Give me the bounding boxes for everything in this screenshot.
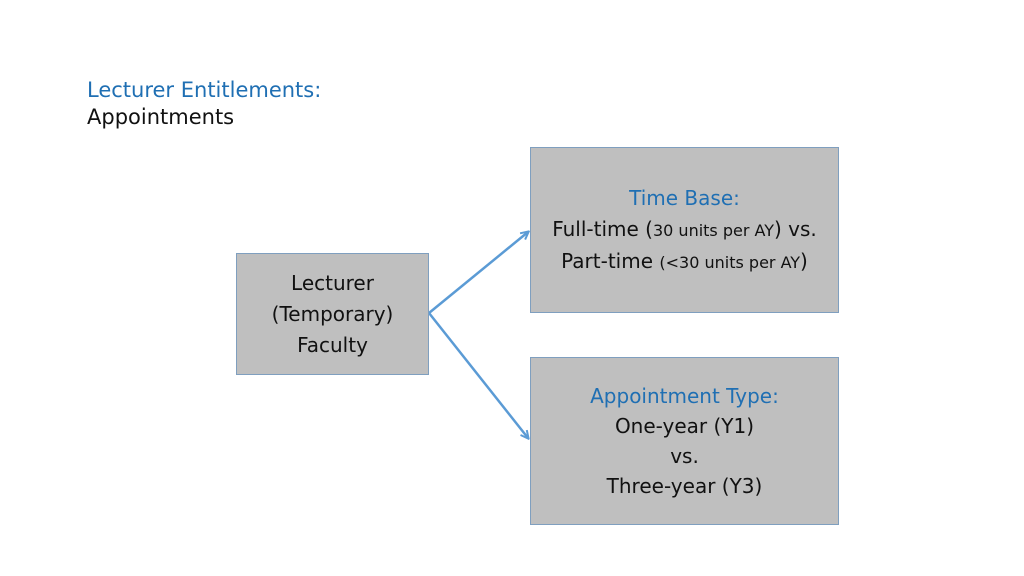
part-time-detail: (<30 units per AY — [659, 252, 801, 272]
time-base-heading: Time Base: — [629, 185, 740, 210]
appointment-type-line: vs. — [670, 444, 699, 468]
source-line: (Temporary) — [271, 301, 394, 326]
title-heading: Lecturer Entitlements: — [87, 78, 322, 102]
arrow-to-time-base — [428, 232, 528, 314]
time-base-box: Time Base: Full-time (30 units per AY) v… — [530, 147, 839, 313]
arrow-to-appointment-type — [428, 312, 528, 438]
appointment-type-box: Appointment Type: One-year (Y1) vs. Thre… — [530, 357, 839, 525]
part-time-suffix: ) — [800, 248, 808, 273]
full-time-detail: 30 units per AY — [652, 220, 774, 240]
part-time-line: Part-time (<30 units per AY) — [531, 246, 838, 278]
source-line: Lecturer — [291, 270, 374, 295]
slide-title: Lecturer Entitlements: Appointments — [87, 77, 321, 131]
full-time-line: Full-time (30 units per AY) vs. — [531, 214, 838, 246]
appointment-type-line: One-year (Y1) — [614, 414, 755, 438]
source-line: Faculty — [297, 332, 368, 357]
appointment-type-line: Three-year (Y3) — [606, 474, 763, 498]
full-time-label: Full-time ( — [552, 216, 653, 241]
part-time-label: Part-time — [561, 248, 660, 273]
lecturer-faculty-box: Lecturer (Temporary) Faculty — [236, 253, 429, 375]
title-subheading: Appointments — [87, 105, 235, 129]
full-time-suffix: ) vs. — [774, 216, 817, 241]
appointment-type-heading: Appointment Type: — [590, 384, 779, 408]
